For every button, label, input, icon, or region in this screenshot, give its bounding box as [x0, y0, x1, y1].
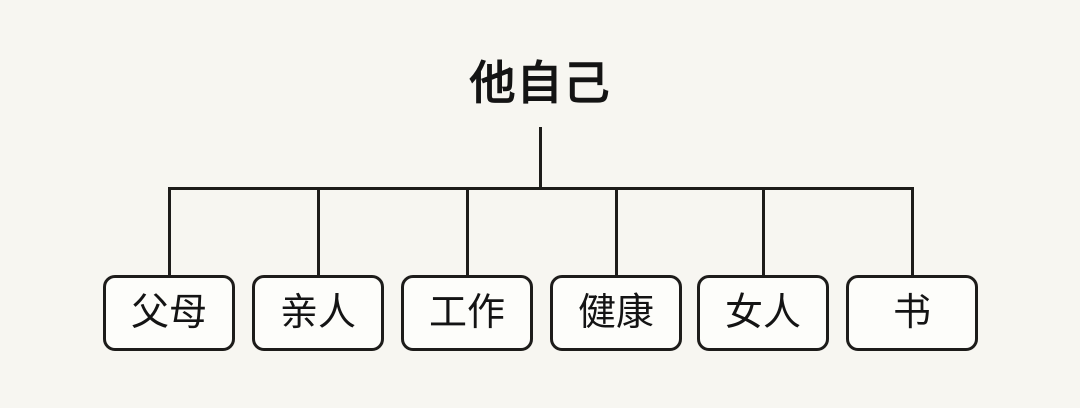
node-label: 亲人	[279, 292, 356, 334]
node-health: 健康	[550, 275, 682, 351]
node-women: 女人	[697, 275, 829, 351]
connector-drop	[911, 187, 914, 277]
node-parents: 父母	[103, 275, 235, 351]
connector-drop	[466, 187, 469, 277]
root-node-label: 他自己	[469, 57, 611, 109]
connector-drop	[615, 187, 618, 277]
node-relatives: 亲人	[252, 275, 384, 351]
node-label: 健康	[577, 292, 654, 334]
node-label: 工作	[428, 292, 505, 334]
node-label: 女人	[724, 292, 801, 334]
connector-root-stem	[539, 127, 542, 189]
connector-drop	[762, 187, 765, 277]
node-label: 父母	[130, 292, 207, 334]
node-books: 书	[846, 275, 978, 351]
node-work: 工作	[401, 275, 533, 351]
connector-drop	[168, 187, 171, 277]
connector-rail	[168, 187, 914, 190]
node-label: 书	[892, 292, 931, 334]
connector-drop	[317, 187, 320, 277]
